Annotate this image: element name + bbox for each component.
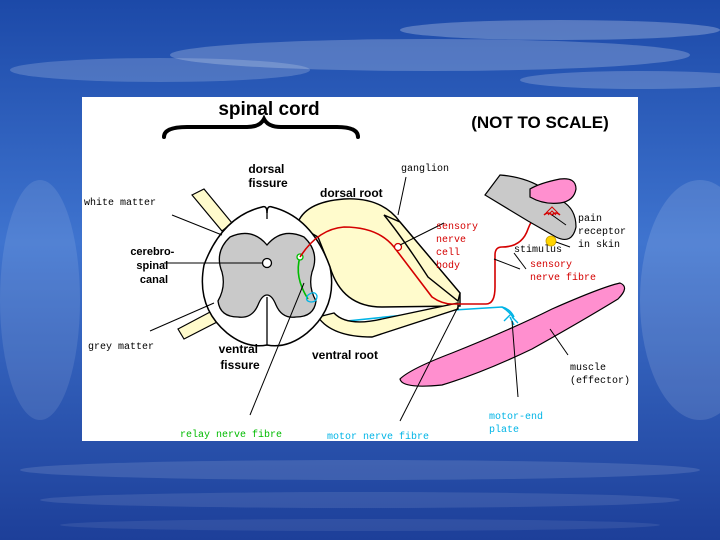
muscle	[399, 282, 626, 387]
relay-fibre-label: relay nerve fibre	[180, 429, 282, 441]
sensory-nerve-fibre	[299, 208, 553, 305]
dorsal-fissure-label: dorsal fissure	[248, 162, 288, 190]
central-canal-label: cerebro- spinal canal	[130, 244, 177, 286]
motor-fibre-label: motor nerve fibre	[327, 431, 429, 441]
motor-end-plate-icon	[501, 306, 519, 326]
stimulus-icon	[545, 235, 557, 247]
fingernail	[529, 178, 577, 204]
reflex-arc-diagram: spinal cord (NOT TO SCALE)	[84, 99, 632, 441]
white-matter-label: white matter	[84, 197, 156, 209]
sensory-cell-body-label: sensory nerve cell body	[436, 222, 484, 272]
ganglion-label: ganglion	[401, 163, 449, 175]
stimulus-label: stimulus	[514, 244, 562, 256]
not-to-scale-label: (NOT TO SCALE)	[471, 113, 609, 132]
ventral-fissure-label: ventral fissure	[219, 342, 262, 372]
central-canal	[261, 257, 273, 269]
motor-cell-body	[305, 292, 318, 303]
grey-matter	[217, 232, 317, 318]
skin-finger	[484, 174, 577, 240]
ganglion	[383, 214, 461, 303]
sensory-fibre-label: sensory nerve fibre	[530, 260, 596, 284]
leader-lines	[149, 176, 571, 422]
ventral-root-label: ventral root	[312, 348, 378, 362]
muscle-label: muscle (effector)	[570, 362, 630, 387]
dorsal-root-stub-left	[191, 188, 233, 232]
title-brace	[162, 114, 360, 139]
ventral-root	[316, 302, 459, 338]
motor-end-plate-label: motor-end plate	[489, 411, 549, 436]
dorsal-root-label: dorsal root	[320, 186, 383, 200]
sensory-cell-body	[393, 242, 403, 252]
diagram-panel: spinal cord (NOT TO SCALE)	[82, 97, 638, 441]
grey-matter-label: grey matter	[88, 342, 154, 353]
pain-receptor-icon	[545, 206, 559, 216]
title-label: spinal cord	[218, 99, 319, 120]
pain-receptor-label: pain receptor in skin	[578, 213, 632, 251]
